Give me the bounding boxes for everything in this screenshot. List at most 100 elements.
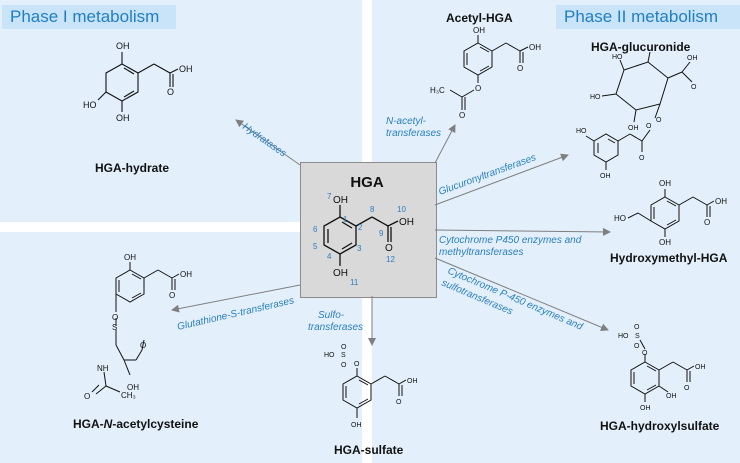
hga-nac-prefix: HGA- [73,417,104,431]
hga-hydrate-structure [97,52,179,112]
nac-acid-o: O [169,291,175,300]
hs-s: S [635,333,640,340]
sulf-ho: HO [324,352,335,359]
hga-nac-italic: N [104,417,113,431]
enzyme-sulfo-line1: Sulfo- [318,310,345,321]
sulf-o-bottom: O [341,362,347,369]
arrow-glucuronyltransferases [434,153,569,206]
gluc-acid-o: O [691,84,697,91]
hs-acid-oh: OH [695,364,706,371]
center-oh-acid: OH [399,217,414,228]
hga-nac-structure [91,262,180,395]
acetyl-carbonyl-o: O [459,111,465,120]
compound-hga-hydrate: HGA-hydrate [95,161,169,175]
nac-ch3: CH₃ [121,391,136,400]
hydrate-acid-oh: OH [179,64,193,74]
hs-oh-1: OH [666,393,677,400]
center-title: HGA [350,174,384,191]
enzyme-cyp-methyl-line1: Cytochrome P450 enzymes and [439,235,582,246]
hs-oh-2: OH [640,405,651,412]
phase2-title: Phase II metabolism [556,5,740,29]
atom-num-10: 10 [397,205,406,214]
arrow-gst [171,284,301,313]
compound-hga-hydroxylsulfate: HGA-hydroxylsulfate [600,419,720,433]
arrow-n-acetyltransferases [434,124,456,164]
atom-num-1: 1 [343,215,348,224]
hs-o-top: O [634,324,640,331]
nac-s: S [112,323,117,332]
gluc-link-o: O [646,123,652,130]
hydrate-ho-left: HO [83,100,97,110]
gluc-aryl-ho: HO [576,128,587,135]
hs-o-bottom: O [634,343,640,350]
center-oh-bottom: OH [333,268,348,279]
hm-acid-o: O [704,218,710,227]
gluc-ring-o: O [656,117,662,124]
nac-cooh-o: O [140,341,146,350]
gluc-ho-2: HO [590,94,601,101]
gluc-aryl-oh: OH [600,173,611,180]
hm-oh-top: OH [659,179,671,188]
arrow-hydratases [235,119,301,166]
atom-num-7: 7 [327,192,332,201]
acetyl-h3c: H₃C [430,86,445,95]
hga-center-structure [323,205,399,266]
sulf-o-top: O [341,344,347,351]
compound-hydroxymethyl-hga: Hydroxymethyl-HGA [610,251,728,265]
hga-glucuronide-structure [585,51,693,170]
acetyl-acid-o: O [517,64,523,73]
center-acid-o: O [385,243,393,254]
enzyme-cyp-sulfo-line1: Cytochrome P-450 enzymes and [446,266,585,333]
nac-ether-o: O [112,313,118,322]
enzyme-n-acetyl-line2: transferases [386,128,441,139]
sulf-acid-o: O [396,399,402,406]
sulf-s: S [341,352,346,359]
atom-num-12: 12 [386,255,395,264]
hydrate-oh-bottom: OH [116,113,130,123]
nac-amide-o: O [84,392,90,401]
acetyl-oh-top: OH [473,26,485,35]
phase1-title: Phase I metabolism [2,5,176,29]
hydrate-oh-top: OH [116,41,130,51]
enzyme-glucuronyl: Glucuronyltransferases [437,152,537,198]
sulf-oh-bottom: OH [351,422,362,429]
hs-ho: HO [618,333,629,340]
arrow-cyp-sulfo [434,257,609,332]
nac-acid-oh: OH [180,270,192,279]
gluc-oh-1: OH [628,125,639,132]
gluc-acid-oh: OH [687,55,698,62]
atom-num-8: 8 [370,205,375,214]
compound-acetyl-hga: Acetyl-HGA [446,11,513,25]
enzyme-gst: Glutathione-S-transferases [176,295,295,333]
compound-hga-sulfate: HGA-sulfate [334,443,404,457]
enzyme-n-acetyl-line1: N-acetyl- [386,116,427,127]
atom-num-6: 6 [313,225,318,234]
acetyl-acid-oh: OH [529,43,541,52]
gluc-ho-1: HO [612,54,623,61]
gluc-ester-o: O [639,155,645,162]
hydroxymethyl-hga-structure [627,189,715,237]
nac-cooh-oh: OH [127,383,139,392]
atom-num-11: 11 [350,278,359,287]
atom-num-3: 3 [357,244,362,253]
hga-sulfate-structure [342,368,407,418]
arrow-cyp-methyl [434,227,611,236]
hs-o-link: O [642,350,648,357]
compound-hga-nac: HGA-N-acetylcysteine [73,417,199,431]
hm-oh-bottom: OH [659,238,671,247]
atom-num-2: 2 [358,223,363,232]
enzyme-hydratases: Hydratases [240,121,288,159]
atom-num-5: 5 [313,242,318,251]
nac-nh: NH [97,364,109,373]
sulf-o-link: O [354,361,360,368]
center-oh-top: OH [333,195,348,206]
nac-oh-top: OH [124,253,136,262]
hydrate-acid-o: O [167,87,174,97]
atom-num-9: 9 [379,229,384,238]
hga-nac-suffix: -acetylcysteine [112,417,198,431]
atom-num-4: 4 [327,252,332,261]
acetyl-ester-o: O [475,84,481,93]
hs-acid-o: O [684,385,690,392]
hga-hydroxylsulfate-structure [630,339,695,402]
